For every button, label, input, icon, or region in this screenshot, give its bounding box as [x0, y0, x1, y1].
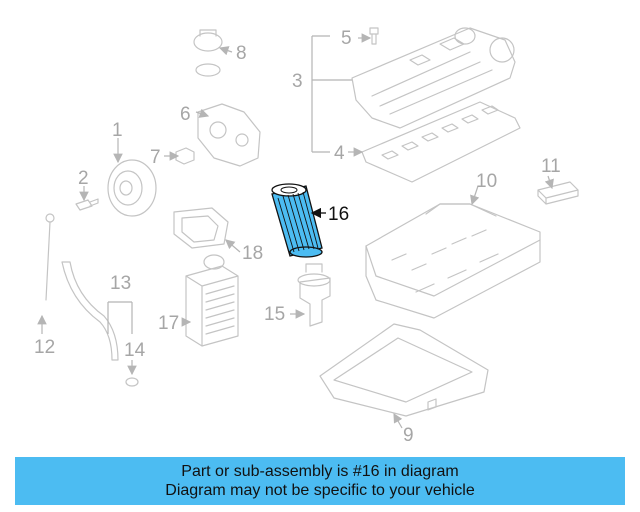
callout-8: 8	[236, 43, 247, 64]
part-2-bolt	[75, 198, 99, 211]
callout-14: 14	[124, 340, 146, 361]
part-3-valve-cover	[351, 27, 516, 129]
part-10-upper-oil-pan	[365, 203, 541, 319]
callout-13: 13	[110, 273, 131, 294]
part-6-housing	[197, 103, 261, 167]
callout-1: 1	[112, 120, 123, 141]
part-17-oil-cooler	[185, 265, 239, 347]
banner-line-2: Diagram may not be specific to your vehi…	[165, 482, 475, 499]
part-15-filter-housing	[297, 263, 331, 327]
part-7-plug	[175, 147, 195, 165]
part-1-pulley	[107, 159, 157, 217]
callout-11: 11	[541, 156, 561, 177]
part-13-tube	[61, 261, 119, 361]
callout-6: 6	[180, 104, 191, 125]
callout-12: 12	[34, 337, 55, 358]
callout-18: 18	[242, 243, 263, 264]
callout-9: 9	[403, 425, 414, 446]
callout-10: 10	[476, 171, 497, 192]
part-5-bolt	[369, 27, 379, 45]
part-12-dipstick	[45, 213, 55, 301]
banner-line-1: Part or sub-assembly is #16 in diagram	[181, 463, 459, 480]
part-18-gasket	[173, 207, 229, 270]
callout-5: 5	[341, 28, 352, 49]
part-9-lower-oil-pan	[319, 323, 489, 417]
info-banner: Part or sub-assembly is #16 in diagram D…	[15, 457, 625, 505]
part-8-cap	[193, 29, 223, 77]
part-16-oil-filter	[271, 183, 323, 258]
parts-diagram: 1 2 3 4 5 6 7 8 9 10 11 12 13 14 15 16 1…	[34, 27, 579, 446]
part-11-pad	[537, 181, 579, 205]
callout-15: 15	[264, 304, 285, 325]
callout-2: 2	[78, 168, 89, 189]
callout-17: 17	[158, 313, 179, 334]
callout-16: 16	[328, 204, 349, 225]
callout-7: 7	[150, 147, 161, 168]
part-14-washer	[125, 377, 139, 387]
part-4-gasket	[361, 101, 521, 183]
leader-lines	[37, 33, 554, 429]
callout-4: 4	[334, 143, 345, 164]
callout-3: 3	[292, 71, 303, 92]
